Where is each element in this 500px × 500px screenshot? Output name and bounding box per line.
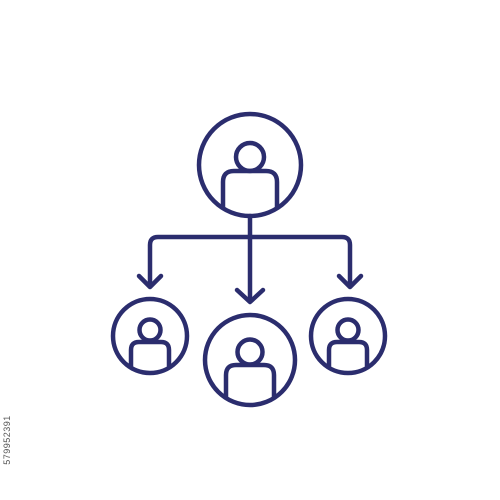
center-child-node-circle [202, 312, 298, 408]
arrow-down-icon [136, 273, 164, 290]
stock-id-label-container: 579952391 [0, 385, 14, 495]
right-child-person-icon [326, 317, 370, 369]
connector-left-branch [147, 234, 253, 289]
arrow-heads [136, 273, 364, 305]
root-node-circle [196, 111, 304, 219]
arrow-down-icon [336, 273, 364, 290]
root-person-icon [220, 140, 280, 210]
right-child-person-node [308, 296, 388, 376]
right-child-node-circle [308, 296, 388, 376]
root-person-node [196, 111, 304, 219]
center-child-person-icon [223, 337, 277, 400]
left-child-person-node [110, 296, 190, 376]
arrow-down-icon [234, 287, 266, 305]
connector-lines [147, 213, 353, 304]
center-child-person-node [202, 312, 298, 408]
left-child-node-circle [110, 296, 190, 376]
left-child-person-icon [128, 317, 172, 369]
stock-id-label: 579952391 [2, 415, 12, 465]
connector-right-branch [247, 234, 353, 289]
